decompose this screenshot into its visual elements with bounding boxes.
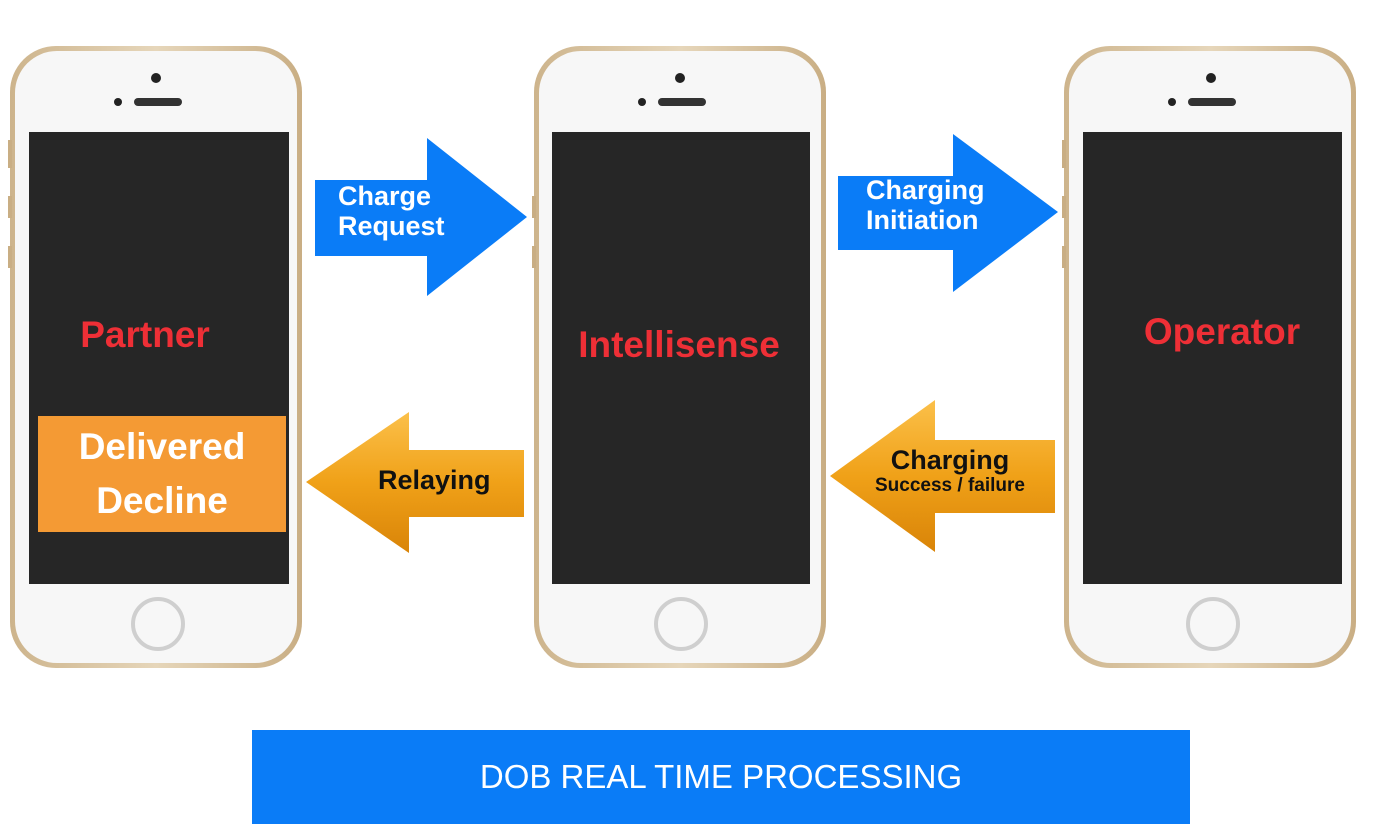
phone-label-operator: Operator: [1143, 311, 1301, 352]
delivered-line2: Decline: [96, 480, 228, 521]
delivered-line1: Delivered: [78, 426, 246, 468]
arrow-label-relaying: Relaying: [378, 465, 491, 495]
delivered-decline-box: Delivered Decline: [38, 416, 286, 532]
phone-screen: [1083, 132, 1342, 584]
camera-icon: [1206, 73, 1216, 83]
arrow-label-line1: Charge: [338, 181, 432, 211]
arrow-right-icon: [838, 134, 1058, 292]
arrow-left-icon: [830, 400, 1055, 552]
phone-operator: [1062, 46, 1356, 668]
phone-label-intellisense: Intellisense: [578, 324, 780, 365]
phone-screen: [552, 132, 810, 584]
camera-icon: [675, 73, 685, 83]
home-button-icon: [654, 597, 708, 651]
arrow-label-line2: Success / failure: [875, 474, 1025, 496]
banner-title: DOB REAL TIME PROCESSING: [252, 730, 1190, 824]
speaker-icon: [1188, 98, 1236, 106]
arrow-label-charging-initiation: Charging Initiation: [866, 175, 985, 235]
home-button-icon: [131, 597, 185, 651]
phone-partner: [8, 46, 302, 668]
arrow-right-icon: [315, 138, 527, 296]
arrow-label-charge-request: Charge Request: [338, 181, 445, 241]
speaker-icon: [658, 98, 706, 106]
home-button-icon: [1186, 597, 1240, 651]
arrow-label-line1: Charging: [866, 175, 985, 205]
arrow-label-line1: Charging: [890, 445, 1010, 475]
speaker-icon: [134, 98, 182, 106]
camera-icon: [151, 73, 161, 83]
arrow-label-charging-result: Charging Success / failure: [875, 445, 1025, 497]
phone-label-partner: Partner: [80, 314, 210, 355]
arrow-label-line2: Initiation: [866, 204, 979, 235]
arrow-left-icon: [306, 412, 524, 553]
phone-intellisense: [532, 46, 826, 668]
arrow-label-line2: Request: [338, 210, 445, 241]
